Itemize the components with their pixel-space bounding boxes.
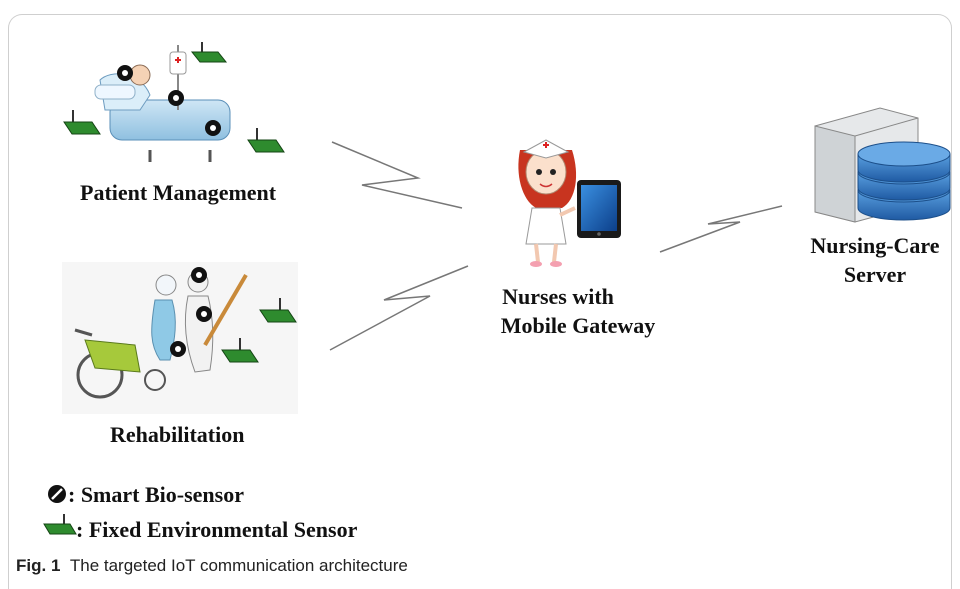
legend-environmental-sensor-label: : Fixed Environmental Sensor [76, 517, 358, 542]
bio-sensor-icon [168, 90, 184, 106]
environmental-sensor-icon [63, 110, 101, 135]
environmental-sensor-icon [221, 338, 259, 363]
caption-prefix: Fig. 1 [16, 556, 61, 575]
caption-text: The targeted IoT communication architect… [69, 556, 408, 575]
tablet-icon [577, 180, 621, 238]
bio-sensor-icon [117, 65, 133, 81]
rehabilitation-illustration [62, 262, 298, 414]
figure-frame [8, 14, 952, 589]
bio-sensor-icon [191, 267, 207, 283]
legend-bio-sensor-icon [48, 485, 66, 503]
patient-bed-illustration [94, 45, 231, 162]
database-icon [857, 141, 951, 221]
wireless-link-rehab [329, 265, 469, 351]
label-rehabilitation: Rehabilitation [110, 422, 245, 447]
bio-sensor-icon [170, 341, 186, 357]
label-nurses-line2: Mobile Gateway [500, 313, 656, 338]
bio-sensor-icon [196, 306, 212, 322]
wireless-link-patient [331, 141, 463, 209]
environmental-sensor-icon [247, 128, 285, 153]
wireless-link-server [659, 205, 783, 253]
nurse-illustration [518, 139, 577, 267]
label-server-line2: Server [843, 262, 907, 287]
legend-bio-sensor-label: : Smart Bio-sensor [68, 482, 244, 507]
label-nurses-line1: Nurses with [502, 284, 614, 309]
bio-sensor-icon [205, 120, 221, 136]
label-patient-management: Patient Management [80, 180, 277, 205]
legend-environmental-sensor-icon [43, 514, 77, 535]
environmental-sensor-icon [259, 298, 297, 323]
label-server-line1: Nursing-Care [810, 233, 940, 258]
figure-caption: Fig. 1 The targeted IoT communication ar… [16, 556, 408, 576]
environmental-sensor-icon [190, 42, 228, 63]
